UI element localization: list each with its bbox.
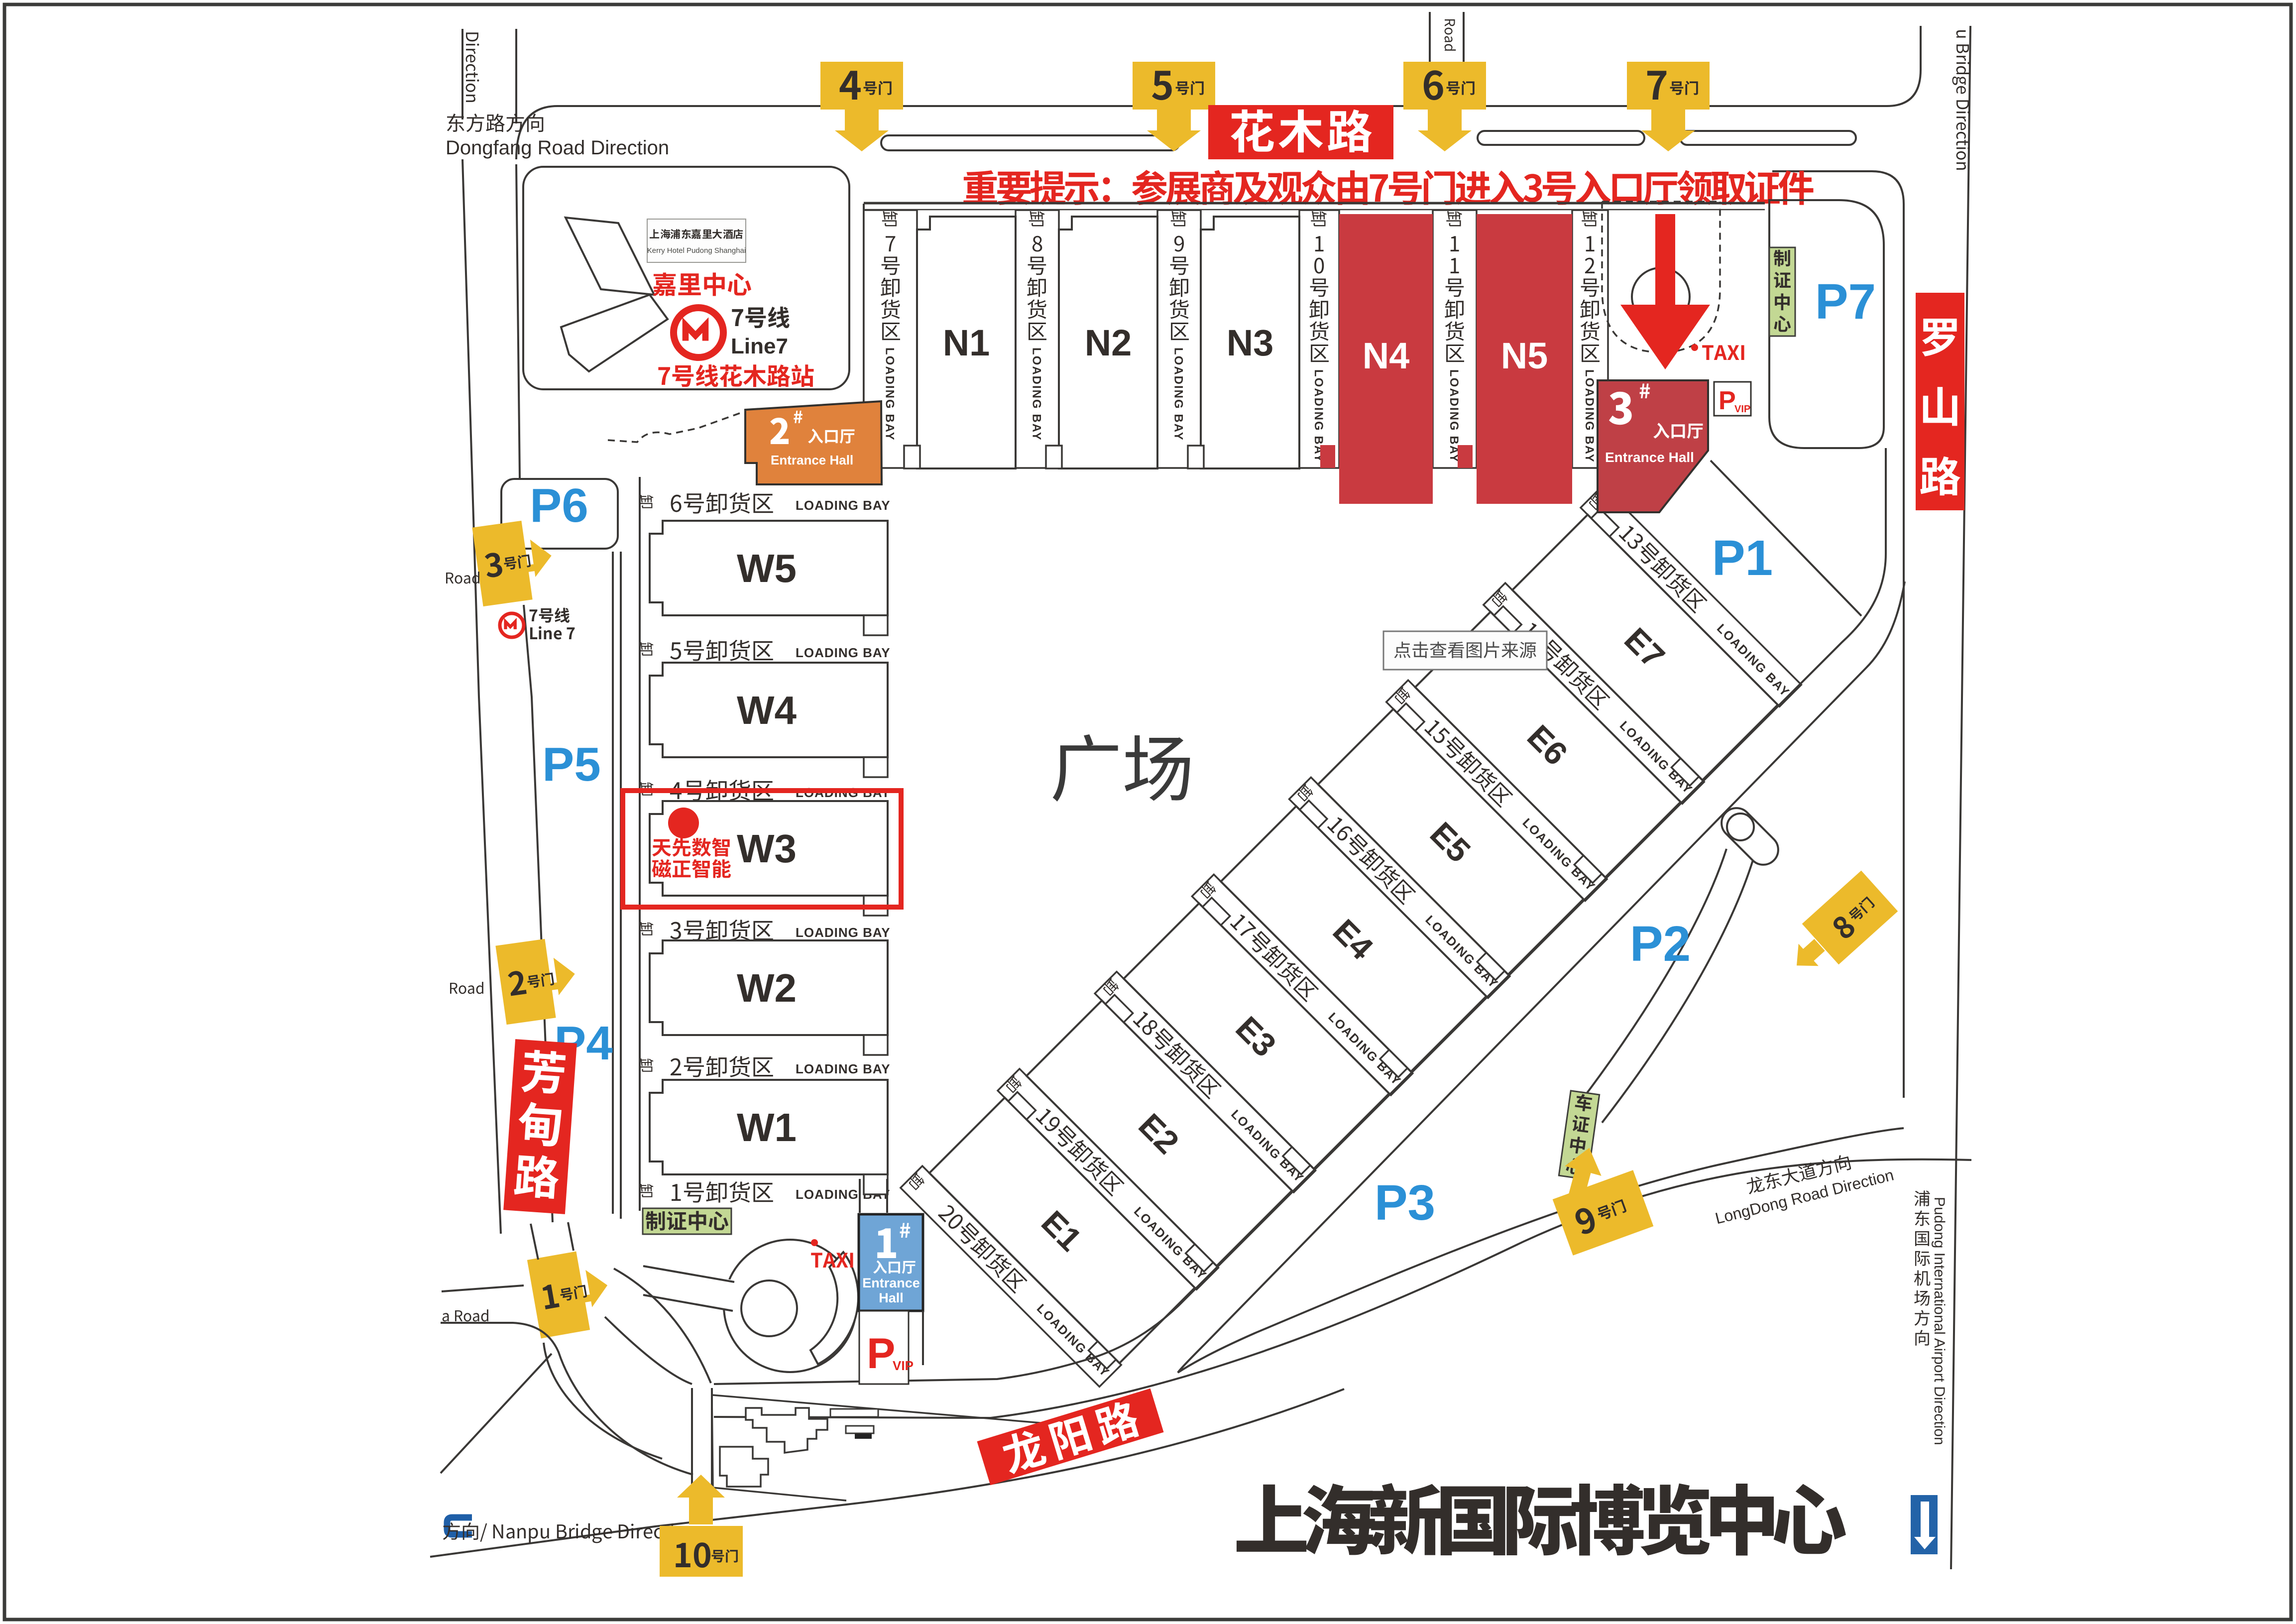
svg-text:N1: N1 — [943, 322, 990, 363]
svg-text:Pudong International Airport D: Pudong International Airport Direction — [1931, 1197, 1948, 1445]
svg-text:P3: P3 — [1375, 1175, 1435, 1231]
svg-text:LOADING BAY: LOADING BAY — [883, 348, 897, 441]
svg-text:Entrance Hall: Entrance Hall — [1605, 450, 1694, 465]
svg-text:LOADING BAY: LOADING BAY — [796, 925, 891, 940]
svg-text:VIP: VIP — [1734, 404, 1750, 415]
svg-text:W4: W4 — [737, 688, 797, 732]
svg-text:Entrance: Entrance — [862, 1276, 920, 1290]
svg-text:LOADING BAY: LOADING BAY — [796, 645, 891, 660]
svg-text:LOADING BAY: LOADING BAY — [1583, 369, 1596, 463]
svg-text:P2: P2 — [1630, 916, 1691, 972]
svg-text:LOADING BAY: LOADING BAY — [1172, 348, 1185, 441]
svg-text:N4: N4 — [1363, 335, 1410, 376]
svg-text:Line7: Line7 — [731, 334, 788, 358]
svg-text:P5: P5 — [542, 738, 600, 791]
svg-text:Kerry Hotel Pudong Shanghai: Kerry Hotel Pudong Shanghai — [647, 246, 746, 255]
svg-text:N5: N5 — [1501, 335, 1548, 376]
svg-text:W3: W3 — [737, 826, 797, 871]
svg-text:P: P — [1719, 386, 1736, 415]
svg-text:Hall: Hall — [879, 1290, 904, 1305]
svg-text:N3: N3 — [1227, 322, 1274, 363]
svg-text:W5: W5 — [737, 546, 797, 590]
svg-text:P: P — [867, 1330, 895, 1378]
svg-text:Entrance Hall: Entrance Hall — [771, 453, 853, 467]
svg-text:P1: P1 — [1712, 530, 1773, 586]
svg-text:Dongfang Road Direction: Dongfang Road Direction — [446, 137, 669, 159]
svg-text:N2: N2 — [1085, 322, 1132, 363]
svg-text:LOADING BAY: LOADING BAY — [796, 1061, 891, 1076]
svg-text:P7: P7 — [1815, 274, 1876, 330]
svg-text:LOADING BAY: LOADING BAY — [796, 498, 891, 513]
svg-text:P6: P6 — [530, 479, 588, 532]
svg-text:VIP: VIP — [893, 1358, 914, 1373]
svg-text:LOADING BAY: LOADING BAY — [1030, 348, 1043, 441]
svg-text:W1: W1 — [737, 1105, 797, 1150]
svg-text:W2: W2 — [737, 966, 797, 1010]
